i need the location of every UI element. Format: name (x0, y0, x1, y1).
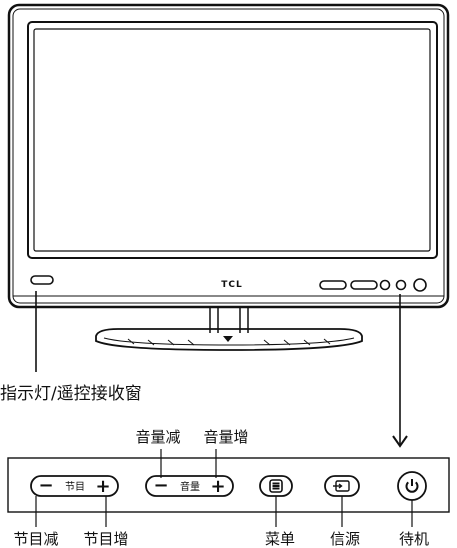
front-buttons (319, 278, 427, 292)
brand-logo: TCL (221, 280, 242, 290)
channel-button-group[interactable]: − 节目 + (30, 475, 119, 497)
channel-pill (30, 475, 119, 497)
volume-down-label: 音量减 (135, 428, 180, 446)
stand-base-ridges (127, 338, 331, 346)
front-button-4[interactable] (395, 279, 407, 291)
control-panel: − 节目 + − 音量 + (7, 457, 450, 513)
menu-label: 菜单 (265, 530, 295, 548)
indicator-label: 指示灯/遥控接收窗 (0, 384, 142, 404)
monitor-bezel (7, 3, 450, 309)
channel-down-label: 节目减 (13, 530, 58, 548)
volume-group-text: 音量 (180, 480, 200, 493)
zoom-arrow (392, 294, 408, 448)
indicator-window (30, 275, 54, 285)
source-input-icon (333, 480, 350, 492)
standby-label: 待机 (399, 530, 429, 548)
menu-lines-icon (269, 479, 283, 493)
channel-up-label: 节目增 (83, 530, 128, 548)
monitor-screen-inner (33, 28, 431, 252)
volume-pill (145, 475, 234, 497)
volume-up-symbol[interactable]: + (210, 476, 225, 497)
volume-up-label: 音量增 (203, 428, 248, 446)
front-button-1[interactable] (319, 280, 347, 290)
monitor-bezel-inner-edge (12, 8, 445, 304)
channel-down-symbol[interactable]: − (38, 475, 53, 496)
monitor-screen (27, 21, 438, 259)
stand-base (95, 328, 363, 351)
front-button-3[interactable] (379, 279, 391, 291)
volume-button-group[interactable]: − 音量 + (145, 475, 234, 497)
monitor-stand (95, 307, 363, 351)
front-button-2[interactable] (350, 280, 378, 290)
channel-up-symbol[interactable]: + (95, 476, 110, 497)
volume-down-symbol[interactable]: − (153, 475, 168, 496)
front-power-button[interactable] (413, 278, 427, 292)
source-label: 信源 (330, 530, 360, 548)
channel-group-text: 节目 (65, 481, 85, 493)
power-icon (405, 479, 419, 493)
control-panel-frame (7, 457, 450, 513)
monitor-front: TCL (7, 3, 450, 309)
